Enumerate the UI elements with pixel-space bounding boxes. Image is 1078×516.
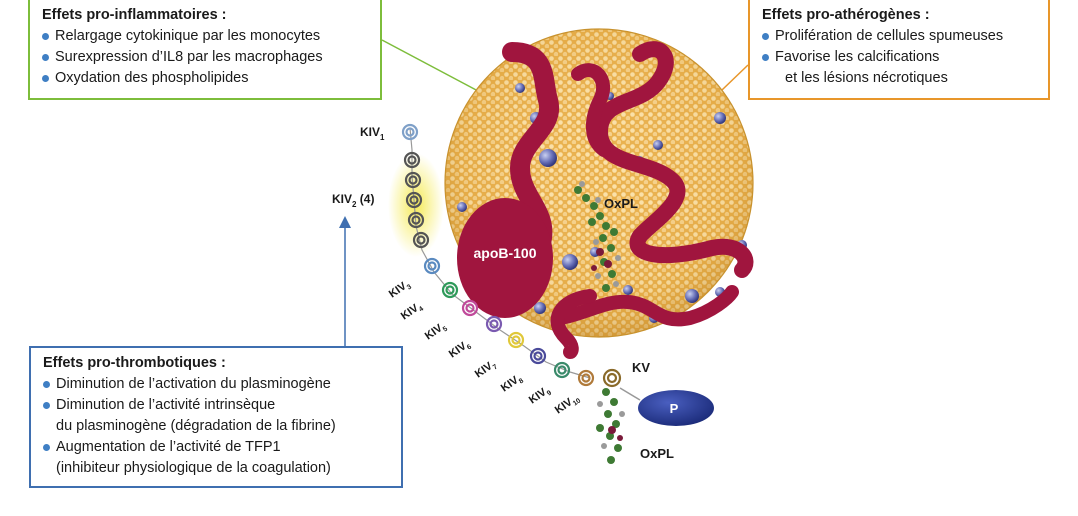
kiv-label-5: KIV5: [423, 320, 449, 344]
apob-100-globule: [457, 198, 553, 318]
embedded-spheres: [457, 83, 747, 323]
bullet-icon: [42, 75, 49, 82]
arrow-up-icon: [339, 216, 351, 228]
pro-inflammatory-title: Effets pro-inflammatoires :: [42, 7, 227, 23]
bullet-icon: [42, 33, 49, 40]
kiv2-label: KIV2 (4): [332, 192, 374, 209]
bullet-icon: [43, 381, 50, 388]
protease-domain: [638, 390, 714, 426]
bullet-icon: [42, 54, 49, 61]
kiv1-label: KIV1: [360, 125, 385, 142]
kiv-label-9: KIV9: [527, 384, 553, 408]
kiv-chain: [401, 123, 622, 388]
oxpl-molecule-upper: [574, 181, 621, 292]
list-item: Augmentation de l’activité de TFP1(inhib…: [43, 437, 389, 479]
kiv-label-7: KIV7: [473, 358, 499, 382]
kiv-label-6: KIV6: [447, 338, 473, 362]
list-item: Relargage cytokinique par les monocytes: [42, 26, 368, 47]
kiv-label-4: KIV4: [399, 300, 425, 324]
oxpl-label-top: OxPL: [604, 196, 638, 211]
list-item: Surexpression d’IL8 par les macrophages: [42, 47, 368, 68]
list-item: Prolifération de cellules spumeuses: [762, 26, 1036, 47]
kv-label: KV: [632, 360, 650, 375]
list-item: Oxydation des phospholipides: [42, 68, 368, 89]
pro-inflammatory-box: Effets pro-inflammatoires : Relargage cy…: [28, 0, 382, 100]
kiv2-highlight: [388, 153, 444, 257]
pro-atherogenic-title: Effets pro-athérogènes :: [762, 7, 930, 23]
bullet-icon: [43, 402, 50, 409]
pro-thrombotic-box: Effets pro-thrombotiques : Diminution de…: [29, 346, 403, 488]
kiv-label-8: KIV8: [499, 372, 525, 396]
bullet-icon: [762, 33, 769, 40]
apob-100-label: apoB-100: [473, 245, 536, 261]
oxpl-molecule-lower: [596, 388, 625, 464]
oxpl-label-bottom: OxPL: [640, 446, 674, 461]
pro-thrombotic-title: Effets pro-thrombotiques :: [43, 355, 226, 371]
list-item: Diminution de l’activation du plasminogè…: [43, 374, 389, 395]
p-label: P: [670, 401, 679, 416]
pro-atherogenic-box: Effets pro-athérogènes : Prolifération d…: [748, 0, 1050, 100]
bullet-icon: [43, 444, 50, 451]
bullet-icon: [762, 54, 769, 61]
kiv-label-3: KIV3: [387, 278, 413, 302]
kiv-label-10: KIV10: [553, 392, 583, 419]
